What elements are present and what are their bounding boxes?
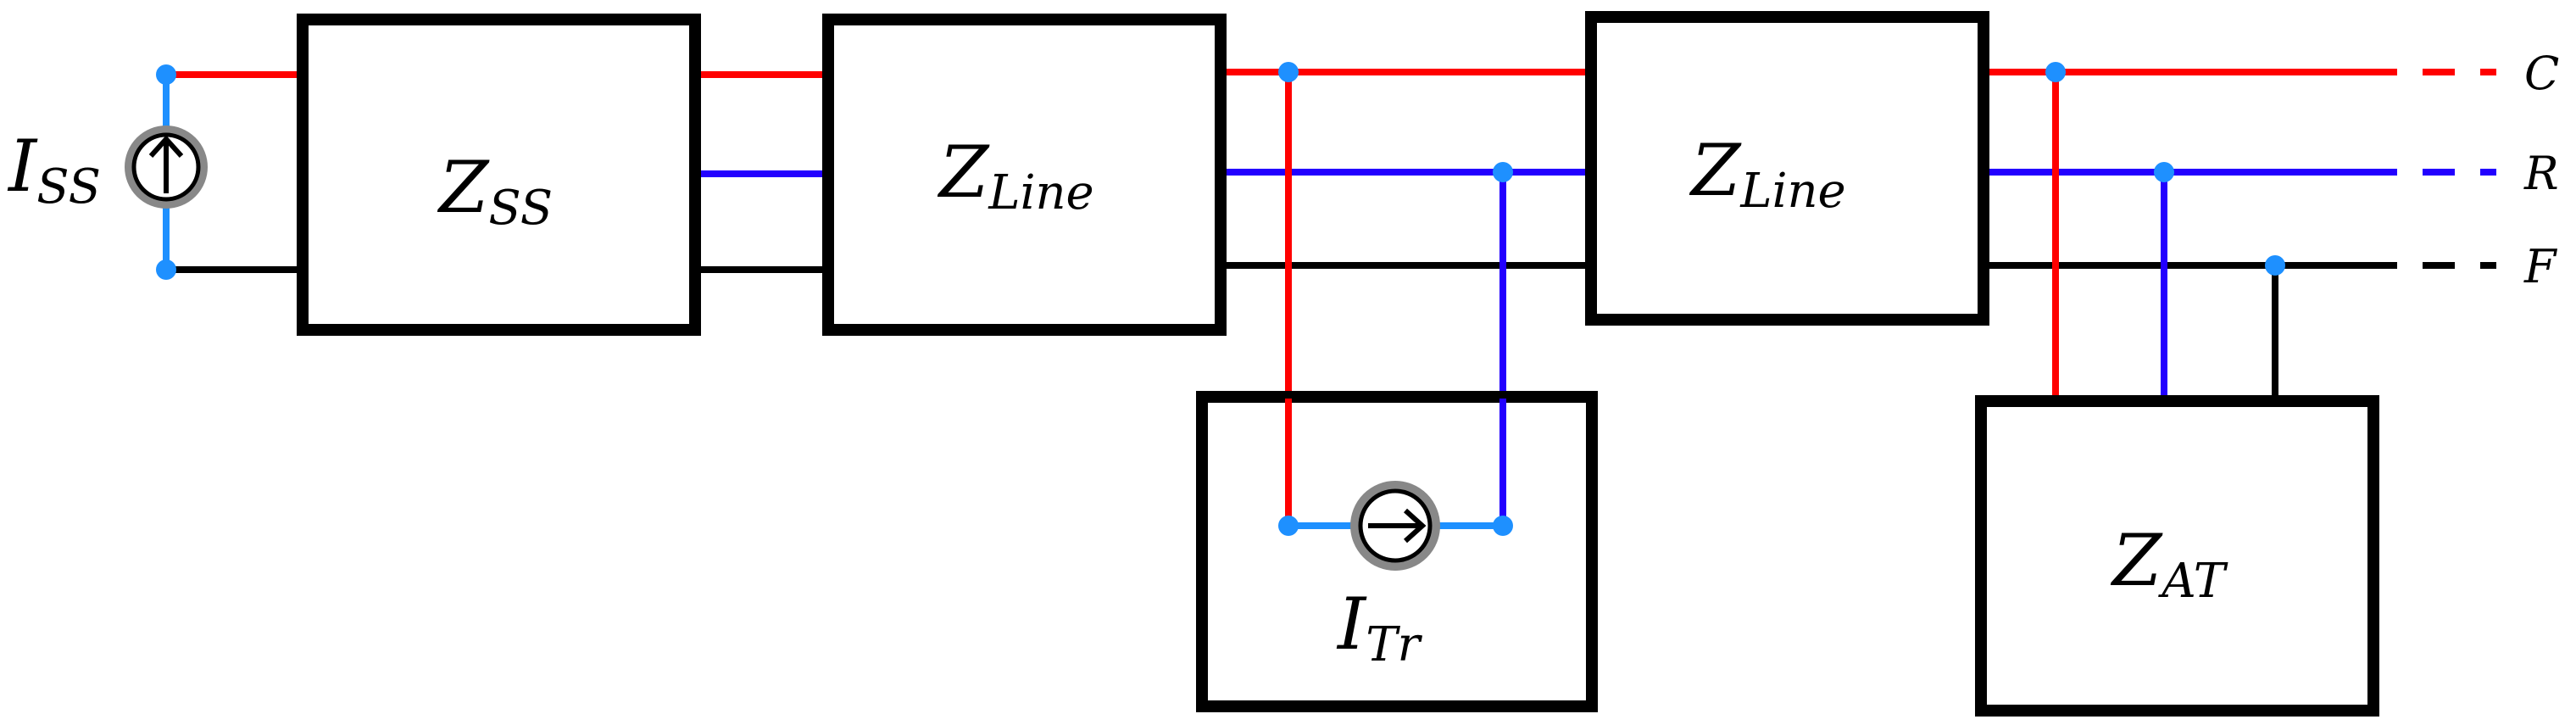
terminal-f-label: F (2523, 240, 2558, 293)
z-at-main: Z (2110, 519, 2163, 602)
node-train-blue (1493, 162, 1513, 182)
connection-nodes (156, 62, 2285, 536)
terminal-c-label: C (2524, 47, 2559, 100)
z-line-1-main: Z (937, 131, 990, 214)
z-line-2-box (1585, 11, 1989, 326)
node-at-blue (2154, 162, 2174, 182)
node-source-top (156, 64, 176, 85)
z-line-2-sub: Line (1739, 164, 1845, 219)
z-line-1-box (822, 14, 1227, 336)
z-at-box (1975, 395, 2379, 717)
terminal-r-label: R (2523, 147, 2559, 200)
node-train-left (1278, 516, 1299, 536)
node-source-bottom (156, 259, 176, 280)
z-at-sub: AT (2157, 554, 2228, 609)
node-at-black (2265, 255, 2285, 276)
i-tr-main: I (1336, 583, 1367, 666)
z-at-label: ZAT (2110, 519, 2228, 609)
substation-current-source-icon (125, 125, 208, 209)
z-line-1-sub: Line (988, 165, 1093, 220)
z-line-2-label: ZLine (1689, 129, 1846, 219)
i-tr-label: ITr (1336, 583, 1423, 672)
train-current-source-icon (1350, 481, 1440, 571)
i-ss-label: ISS (7, 125, 101, 215)
node-train-red (1278, 62, 1299, 82)
z-ss-box (297, 14, 701, 336)
node-at-red (2045, 62, 2066, 82)
node-train-right (1493, 516, 1513, 536)
z-ss-main: Z (437, 146, 490, 229)
z-ss-label: ZSS (437, 146, 553, 236)
i-ss-sub: SS (36, 159, 101, 215)
z-line-2-main: Z (1689, 129, 1742, 212)
z-ss-sub: SS (488, 181, 553, 236)
i-tr-sub: Tr (1366, 617, 1422, 672)
i-ss-main: I (7, 125, 38, 208)
z-line-1-label: ZLine (937, 131, 1094, 220)
